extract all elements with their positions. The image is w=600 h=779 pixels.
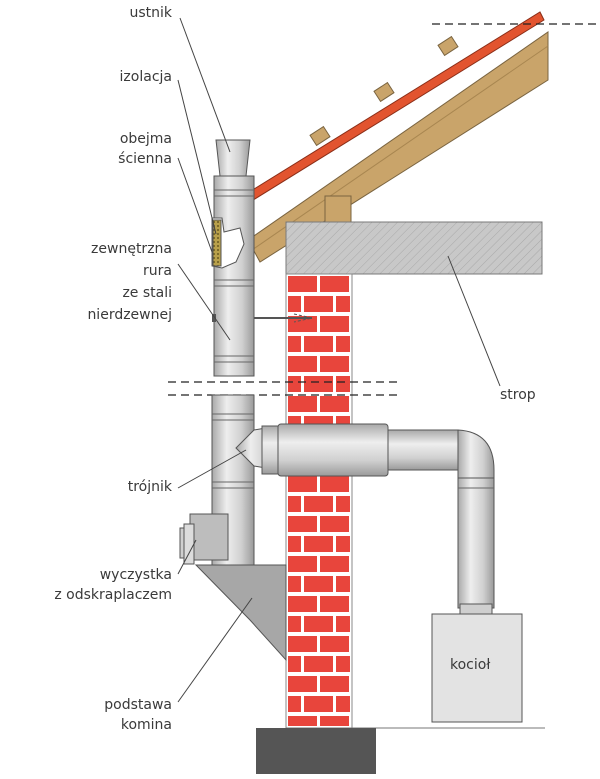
- label-rura-4: nierdzewnej: [87, 307, 172, 323]
- chimney-pipe-lower: [211, 394, 255, 566]
- brick: [288, 536, 301, 552]
- brick-wall: [285, 273, 353, 729]
- label-strop: strop: [500, 387, 536, 403]
- cut-line: [168, 381, 398, 396]
- brick: [320, 276, 349, 292]
- brick: [320, 356, 349, 372]
- brick: [288, 336, 301, 352]
- brick: [304, 616, 333, 632]
- brick: [320, 556, 349, 572]
- brick: [320, 316, 349, 332]
- cleanout: [179, 513, 229, 565]
- brick: [304, 696, 333, 712]
- brick: [288, 576, 301, 592]
- brick: [304, 336, 333, 352]
- brick: [288, 636, 317, 652]
- brick: [320, 636, 349, 652]
- label-wyczystka-2: z odskraplaczem: [54, 587, 172, 603]
- brick: [288, 716, 317, 726]
- roof-tiles: [245, 11, 600, 203]
- label-rura-1: zewnętrzna: [91, 241, 172, 257]
- brick: [288, 356, 317, 372]
- chimney-pipe-upper: [213, 139, 255, 377]
- brick: [288, 296, 301, 312]
- brick: [304, 496, 333, 512]
- flue-horizontal: [277, 423, 495, 609]
- brick: [304, 376, 333, 392]
- brick: [320, 476, 349, 492]
- brick: [336, 656, 350, 672]
- roof-rafter: [247, 31, 549, 263]
- brick: [288, 316, 317, 332]
- label-podstawa-2: komina: [120, 717, 172, 733]
- label-rura-3: ze stali: [122, 285, 172, 301]
- label-kociol: kocioł: [450, 657, 491, 673]
- label-trojnik: trójnik: [127, 479, 172, 495]
- brick: [336, 296, 350, 312]
- leader-lines: [177, 17, 501, 703]
- brick: [288, 496, 301, 512]
- brick: [336, 336, 350, 352]
- brick: [288, 556, 317, 572]
- brick: [288, 616, 301, 632]
- brick: [336, 576, 350, 592]
- brick: [288, 676, 317, 692]
- chimney-base: [194, 564, 287, 662]
- brick: [304, 576, 333, 592]
- brick: [288, 276, 317, 292]
- roof-post: [324, 195, 352, 225]
- label-izolacja: izolacja: [119, 69, 172, 85]
- foundation: [256, 728, 376, 774]
- brick: [304, 296, 333, 312]
- label-obejma-1: obejma: [119, 131, 172, 147]
- brick: [336, 376, 350, 392]
- insulation-cutaway: [211, 217, 245, 269]
- brick: [320, 716, 349, 726]
- brick: [288, 476, 317, 492]
- brick: [320, 396, 349, 412]
- brick: [288, 516, 317, 532]
- label-wyczystka-1: wyczystka: [99, 567, 172, 583]
- label-ustnik: ustnik: [129, 5, 172, 21]
- brick: [288, 376, 301, 392]
- brick: [320, 596, 349, 612]
- brick: [336, 696, 350, 712]
- brick: [304, 656, 333, 672]
- brick: [320, 676, 349, 692]
- brick: [288, 656, 301, 672]
- brick: [304, 536, 333, 552]
- brick: [288, 596, 317, 612]
- label-rura-2: rura: [143, 263, 172, 279]
- label-podstawa-1: podstawa: [104, 697, 172, 713]
- brick: [320, 516, 349, 532]
- label-obejma-2: ścienna: [118, 151, 172, 167]
- brick: [336, 616, 350, 632]
- ceiling-slab: [285, 221, 543, 275]
- brick: [288, 396, 317, 412]
- brick: [336, 496, 350, 512]
- wall-bracket: [212, 313, 313, 323]
- brick: [288, 696, 301, 712]
- boiler: [431, 603, 523, 723]
- brick: [336, 536, 350, 552]
